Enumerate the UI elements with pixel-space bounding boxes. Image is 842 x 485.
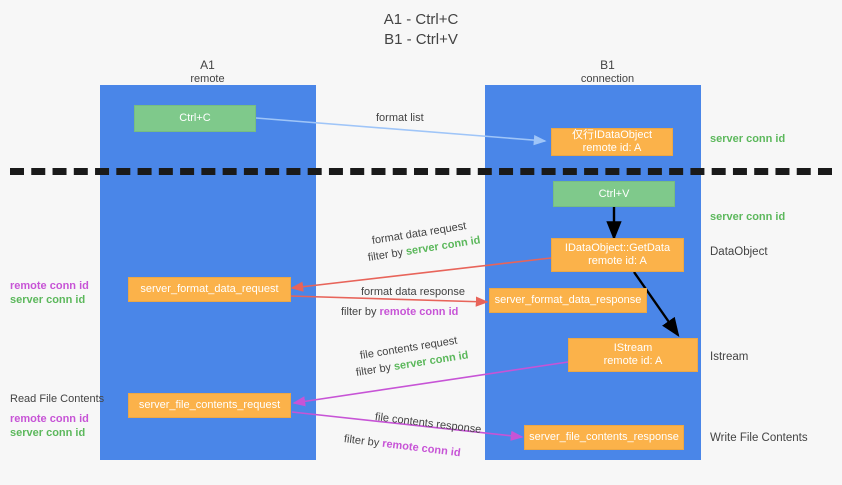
edge-filter-format-data-response-value: remote conn id xyxy=(379,306,459,318)
annotation-left-remote-conn-id-1: remote conn id xyxy=(10,280,89,292)
node-getdata[interactable]: IDataObject::GetData remote id: A xyxy=(551,238,684,272)
annotation-right-dataobject: DataObject xyxy=(710,246,768,258)
node-server-file-contents-response-label: server_file_contents_response xyxy=(529,431,679,443)
annotation-left-read-file-contents: Read File Contents xyxy=(10,393,105,405)
node-ctrl-c-label: Ctrl+C xyxy=(179,112,211,124)
edge-filter-file-contents-response-prefix: filter by xyxy=(343,433,383,450)
lane-header-b1-sub: connection xyxy=(580,73,635,85)
node-idataobject-top-line1: 仅行IDataObject xyxy=(571,129,653,141)
edge-filter-file-contents-response: filter by remote conn id xyxy=(343,432,461,460)
lane-header-b1: B1 connection xyxy=(525,58,690,86)
node-idataobject-top[interactable]: 仅行IDataObject remote id: A xyxy=(551,128,673,156)
edge-label-file-contents-response: file contents response xyxy=(374,410,482,437)
edge-filter-file-contents-response-value: remote conn id xyxy=(381,437,462,460)
diagram-title: A1 - Ctrl+C B1 - Ctrl+V xyxy=(0,10,842,50)
dashed-divider xyxy=(10,168,832,175)
annotation-right-server-conn-id-2: server conn id xyxy=(710,211,786,223)
edge-filter-file-contents-request-prefix: filter by xyxy=(355,361,395,379)
title-line-2: B1 - Ctrl+V xyxy=(384,31,458,48)
annotation-left-server-conn-id-2: server conn id xyxy=(10,427,86,439)
annotation-right-write-file-contents: Write File Contents xyxy=(710,432,808,444)
edge-label-format-data-response-text: format data response xyxy=(361,286,465,298)
annotation-right-server-conn-id-1: server conn id xyxy=(710,133,786,145)
node-getdata-line2: remote id: A xyxy=(588,255,647,267)
lane-header-a1: A1 remote xyxy=(125,58,290,86)
node-server-format-data-request[interactable]: server_format_data_request xyxy=(128,277,291,302)
node-server-format-data-response[interactable]: server_format_data_response xyxy=(489,288,647,313)
node-ctrl-v-label: Ctrl+V xyxy=(598,187,630,200)
lane-header-a1-sub: remote xyxy=(190,73,225,85)
node-ctrl-v[interactable]: Ctrl+V xyxy=(553,181,675,207)
lane-header-b1-name: B1 xyxy=(600,58,615,72)
node-istream-line2: remote id: A xyxy=(603,355,663,367)
annotation-right-istream: Istream xyxy=(710,351,749,363)
edge-label-format-list: format list xyxy=(376,111,424,125)
node-idataobject-top-line2: remote id: A xyxy=(582,142,642,154)
node-istream-line1: IStream xyxy=(613,342,653,354)
node-server-file-contents-request-label: server_file_contents_request xyxy=(138,399,281,411)
edge-label-format-list-text: format list xyxy=(376,112,424,124)
node-istream[interactable]: IStream remote id: A xyxy=(568,338,698,372)
edge-label-format-data-response: format data response xyxy=(361,285,465,299)
node-getdata-line1: IDataObject::GetData xyxy=(564,242,671,254)
node-server-format-data-request-label: server_format_data_request xyxy=(140,283,279,295)
node-server-file-contents-request[interactable]: server_file_contents_request xyxy=(128,393,291,418)
annotation-left-remote-conn-id-2: remote conn id xyxy=(10,413,89,425)
title-line-1: A1 - Ctrl+C xyxy=(383,11,459,28)
node-server-format-data-response-label: server_format_data_response xyxy=(494,294,642,306)
edge-label-file-contents-response-text: file contents response xyxy=(374,411,482,436)
node-server-file-contents-response[interactable]: server_file_contents_response xyxy=(524,425,684,450)
annotation-left-server-conn-id-1: server conn id xyxy=(10,294,86,306)
edge-filter-format-data-response: filter by remote conn id xyxy=(341,305,458,319)
edge-filter-format-data-request-prefix: filter by xyxy=(367,246,407,264)
edge-filter-format-data-response-prefix: filter by xyxy=(341,306,380,318)
node-ctrl-c[interactable]: Ctrl+C xyxy=(134,105,256,132)
lane-header-a1-name: A1 xyxy=(200,58,215,72)
